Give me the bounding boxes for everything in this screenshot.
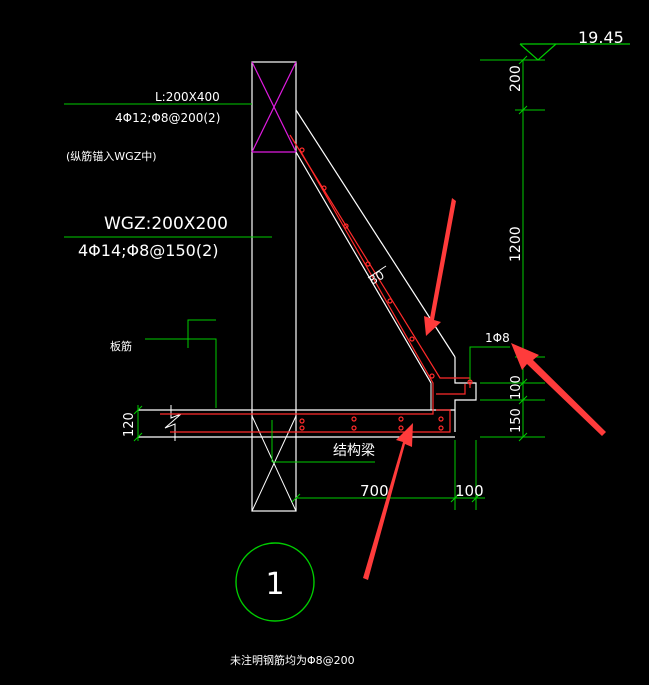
rebar-dot	[398, 416, 404, 422]
dim-text-120: 120	[122, 412, 137, 437]
slab-rebar-text: 板筋	[110, 339, 132, 353]
structural-beam-text: 结构梁	[333, 443, 375, 459]
slab-inner-edge	[295, 151, 432, 384]
slab-step-outline	[454, 357, 477, 432]
red-arrow-slope	[424, 198, 456, 336]
detail-circle	[235, 542, 315, 622]
column-wgz	[251, 61, 297, 512]
dim-text-200: 200	[508, 65, 524, 92]
elevation-marker: 19.45	[519, 28, 630, 61]
rebar-1phi8-text: 1Φ8	[485, 331, 510, 345]
rebar-dot	[321, 185, 327, 191]
footnote-text: 未注明钢筋均为Φ8@200	[230, 653, 355, 667]
dim-tick	[518, 378, 528, 388]
dim-tick	[518, 105, 528, 115]
rebar-dot	[429, 373, 435, 379]
rebar	[160, 134, 473, 433]
rebar-dot	[343, 223, 349, 229]
bottom-dimension-chain	[291, 440, 485, 510]
detail-number-text: 1	[265, 567, 284, 602]
slab-outer-edge	[295, 109, 456, 358]
rebar-dot	[365, 261, 371, 267]
rebar-bottom	[170, 409, 451, 433]
dim-tick	[133, 432, 143, 442]
rebar-dot	[299, 147, 305, 153]
rebar-main-inner	[160, 149, 434, 415]
column-outline	[251, 61, 297, 512]
dim-tick	[471, 493, 481, 503]
detail-marker: 1	[235, 542, 315, 622]
beam-rebar-text: 4Φ12;Φ8@200(2)	[115, 111, 220, 125]
rebar-dot	[409, 336, 415, 342]
rebar-dot	[438, 425, 444, 431]
rebar-dot	[351, 425, 357, 431]
dim-text-1200: 1200	[508, 226, 524, 262]
rebar-dot	[299, 425, 305, 431]
beam-section-text: L:200X400	[155, 90, 220, 104]
red-arrow-beam	[363, 423, 413, 580]
elevation-text: 19.45	[578, 28, 624, 47]
slope-dim-line	[367, 265, 387, 279]
dim-text-700: 700	[360, 482, 389, 500]
right-dimension-chain	[480, 55, 545, 442]
dim-tick	[291, 493, 301, 503]
rebar-dot	[438, 416, 444, 422]
dim-text-150: 150	[509, 408, 524, 433]
rebar-dot	[398, 425, 404, 431]
rebar-dot	[387, 298, 393, 304]
dim-text-100-bottom: 100	[455, 482, 484, 500]
dim-tick	[518, 55, 528, 65]
rebar-dot	[299, 418, 305, 424]
slab-rebar-bend	[187, 319, 216, 348]
dim-tick	[133, 405, 143, 415]
dim-tick	[518, 432, 528, 442]
slope-dim-text: 80	[367, 268, 387, 288]
inclined-slab	[295, 109, 477, 432]
column-rebar-text: 4Φ14;Φ8@150(2)	[78, 241, 219, 260]
rebar-dot	[351, 416, 357, 422]
beam-cross-line-2	[251, 61, 297, 153]
red-arrow-1phi8	[511, 343, 606, 436]
rebar-hook	[436, 384, 466, 395]
leader-slab-rebar	[145, 338, 217, 408]
leader-lines	[64, 103, 510, 463]
dim-tick	[450, 493, 460, 503]
break-mark	[164, 405, 182, 441]
anchor-note-text: (纵筋锚入WGZ中)	[66, 149, 157, 163]
dim-tick	[518, 395, 528, 405]
left-dimension	[133, 405, 143, 442]
rebar-main-outer	[289, 134, 471, 388]
annotation-arrows	[363, 198, 606, 580]
leader-1phi8	[469, 346, 510, 380]
dim-text-100: 100	[509, 375, 524, 400]
column-section-text: WGZ:200X200	[104, 214, 228, 234]
